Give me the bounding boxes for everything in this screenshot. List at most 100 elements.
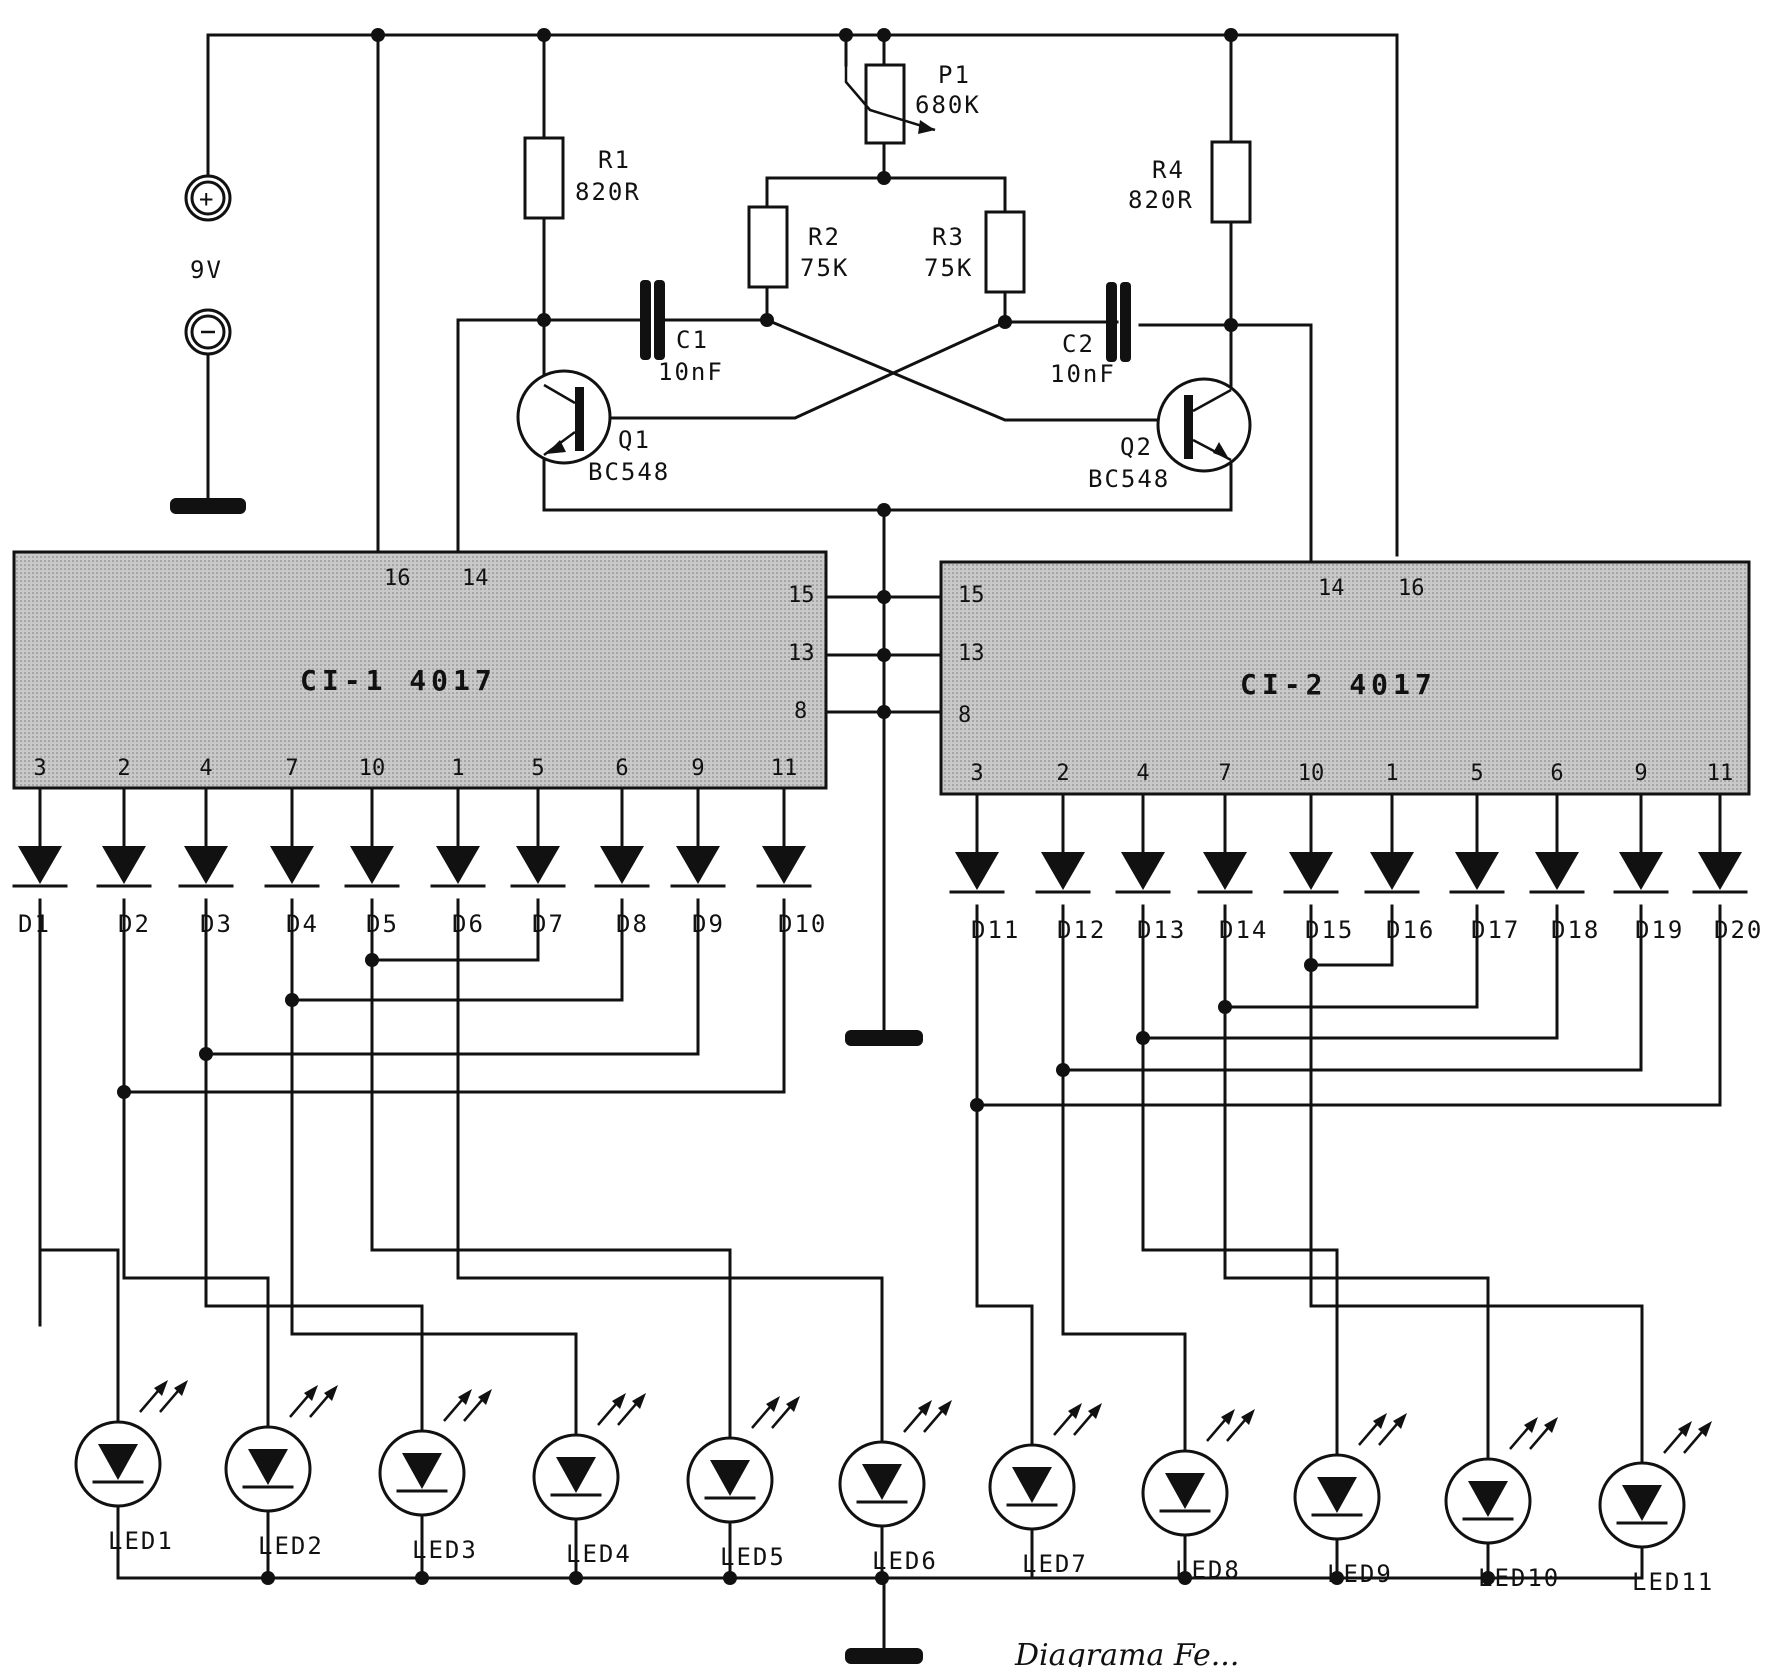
led: LED5	[686, 1396, 800, 1571]
led: LED3	[378, 1389, 492, 1564]
diode: D4	[264, 846, 320, 938]
chip-label: CI-2 4017	[1240, 668, 1437, 701]
junction-dot	[877, 171, 891, 185]
caption: Diagrama Fe...	[1014, 1638, 1239, 1667]
pin-number: 6	[615, 756, 628, 781]
battery-label: 9V	[190, 256, 223, 284]
junction-dot	[1481, 1571, 1495, 1585]
transistor-q2: Q2 BC548	[1088, 377, 1252, 493]
diode-label: D17	[1471, 916, 1520, 944]
led: LED1	[74, 1380, 188, 1555]
junction-dot	[371, 28, 385, 42]
svg-text:820R: 820R	[1128, 186, 1194, 214]
led: LED2	[224, 1385, 338, 1560]
transistor-q1: Q1 BC548	[516, 369, 670, 486]
junction-dot	[723, 1571, 737, 1585]
diode: D20	[1692, 852, 1763, 944]
svg-text:BC548: BC548	[1088, 465, 1170, 493]
resistor-r1: R1 820R	[523, 136, 639, 220]
capacitor-c1: C1 10nF	[640, 280, 724, 386]
junction-dot	[875, 1571, 889, 1585]
junction-dot	[1330, 1571, 1344, 1585]
pin-number: 7	[1218, 761, 1231, 786]
pin-number: 14	[462, 566, 489, 591]
led: LED4	[532, 1393, 646, 1568]
svg-text:75K: 75K	[924, 254, 973, 282]
pin-number: 8	[958, 703, 971, 728]
pin-number: 16	[384, 566, 411, 591]
led: LED8	[1141, 1409, 1255, 1584]
pin-number: 11	[1707, 761, 1734, 786]
svg-text:C2: C2	[1062, 330, 1095, 358]
svg-text:BC548: BC548	[588, 458, 670, 486]
pin-number: 13	[788, 641, 815, 666]
junction-dot	[877, 590, 891, 604]
junction-dot	[537, 28, 551, 42]
battery: + 9V	[184, 174, 232, 356]
led: LED11	[1598, 1421, 1712, 1596]
junction-dot	[877, 648, 891, 662]
pin-number: 15	[958, 583, 985, 608]
diode: D13	[1115, 852, 1186, 944]
junction-dot	[839, 28, 853, 42]
diode-label: D1	[18, 910, 51, 938]
svg-text:75K: 75K	[800, 254, 849, 282]
pin-number: 11	[771, 756, 798, 781]
junction-dot	[877, 503, 891, 517]
diode: D18	[1529, 852, 1600, 944]
led: LED7	[988, 1403, 1102, 1578]
pin-number: 14	[1318, 576, 1345, 601]
resistor-r2: R2 75K	[747, 205, 849, 289]
diode-label: D15	[1305, 916, 1354, 944]
pin-number: 5	[531, 756, 544, 781]
diode-label: D20	[1714, 916, 1763, 944]
pin-number: 3	[970, 761, 983, 786]
junction-dot	[537, 313, 551, 327]
svg-text:R3: R3	[932, 223, 965, 251]
led: LED9	[1293, 1413, 1407, 1588]
pin-number: 9	[1634, 761, 1647, 786]
diode-label: D18	[1551, 916, 1600, 944]
led: LED10	[1444, 1417, 1558, 1592]
ground-symbol	[845, 1030, 923, 1046]
svg-text:10nF: 10nF	[658, 358, 724, 386]
pin-number: 13	[958, 641, 985, 666]
pin-number: 8	[794, 699, 807, 724]
diode: D1	[12, 846, 68, 938]
junction-dot	[877, 28, 891, 42]
junction-dot	[1224, 28, 1238, 42]
svg-text:Q1: Q1	[618, 426, 651, 454]
svg-text:10nF: 10nF	[1050, 360, 1116, 388]
svg-text:680K: 680K	[915, 91, 981, 119]
potentiometer-p1: P1 680K	[844, 61, 981, 145]
diode: D16	[1364, 852, 1433, 944]
chip-label: CI-1 4017	[300, 664, 497, 697]
svg-text:C1: C1	[676, 326, 709, 354]
diode-label: D13	[1137, 916, 1186, 944]
junction-dot	[1224, 318, 1238, 332]
pin-number: 15	[788, 583, 815, 608]
diode: D10	[756, 846, 827, 938]
junction-dot	[877, 705, 891, 719]
junction-dot	[998, 315, 1012, 329]
diode: D14	[1197, 852, 1266, 944]
junction-dot	[569, 1571, 583, 1585]
diode: D12	[1035, 852, 1104, 944]
diode: D17	[1449, 852, 1520, 944]
diode-label: D10	[778, 910, 827, 938]
pin-number: 10	[359, 756, 386, 781]
pin-number: 4	[199, 756, 212, 781]
pin-number: 1	[1385, 761, 1398, 786]
pin-number: 1	[451, 756, 464, 781]
pin-number: 2	[1056, 761, 1069, 786]
svg-text:Q2: Q2	[1120, 433, 1153, 461]
routing	[38, 898, 1722, 1650]
pin-number: 16	[1398, 576, 1425, 601]
svg-text:R2: R2	[808, 223, 841, 251]
pin-number: 2	[117, 756, 130, 781]
